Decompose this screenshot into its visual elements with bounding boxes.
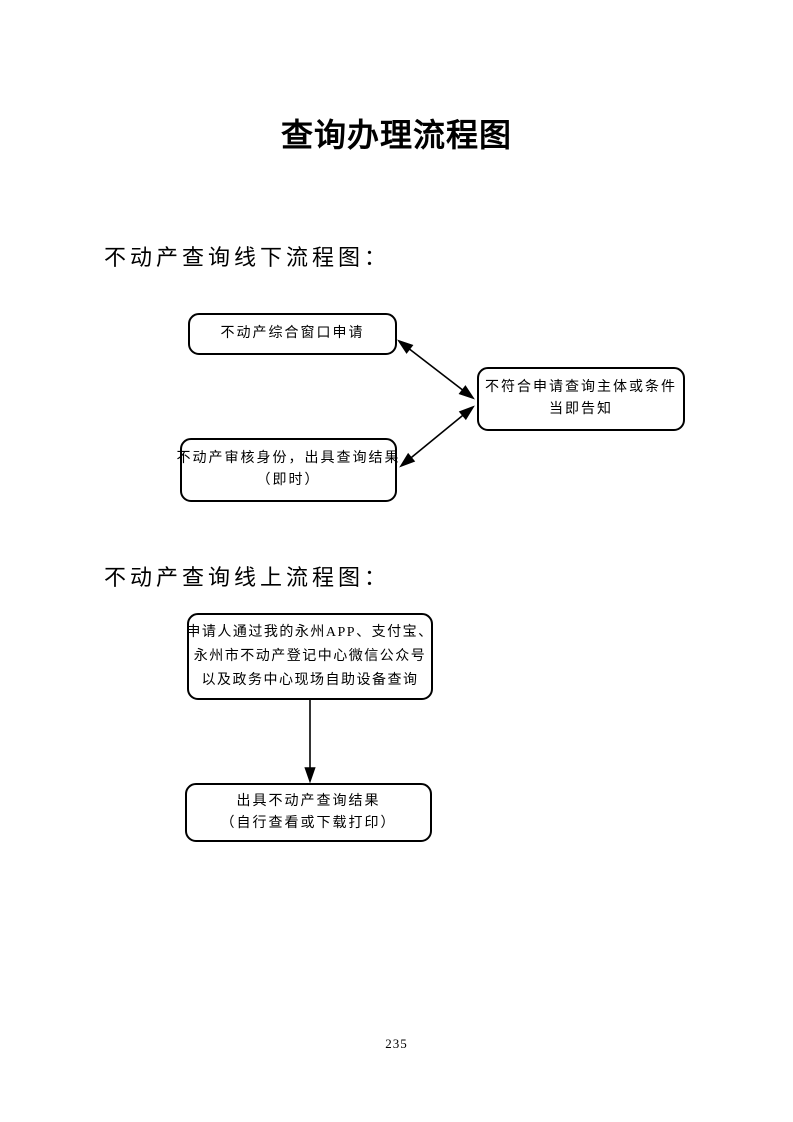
flow-box-text-line: （即时） <box>256 473 321 488</box>
flow-box-text-line: 不符合申请查询主体或条件 <box>485 380 677 395</box>
flow-box-online-result: 出具不动产查询结果 （自行查看或下载打印） <box>185 783 432 842</box>
offline-section-heading: 不动产查询线下流程图： <box>104 245 391 270</box>
flow-box-window-application: 不动产综合窗口申请 <box>188 313 397 355</box>
page-number: 235 <box>385 1036 408 1051</box>
flow-box-verify-result: 不动产审核身份，出具查询结果 （即时） <box>177 438 399 502</box>
arrow-channels-result-down <box>304 700 316 784</box>
flow-box-text-line: 出具不动产查询结果 <box>236 793 381 809</box>
flow-box-text-line: （自行查看或下载打印） <box>220 815 397 831</box>
arrow-reject-verify-double <box>399 405 475 468</box>
flow-box-text-line: 不动产审核身份，出具查询结果 <box>176 451 401 466</box>
online-section-heading: 不动产查询线上流程图： <box>104 565 391 590</box>
arrow-apply-reject-double <box>397 339 475 400</box>
flow-box-text-line: 当即告知 <box>549 402 613 417</box>
flow-box-text-line: 以及政务中心现场自助设备查询 <box>201 672 419 688</box>
flow-box-text-line: 申请人通过我的永州APP、支付宝、 <box>186 624 434 640</box>
page-title: 查询办理流程图 <box>280 117 512 153</box>
flow-box-text-line: 不动产综合窗口申请 <box>220 326 365 341</box>
flow-box-online-channels: 申请人通过我的永州APP、支付宝、 永州市不动产登记中心微信公众号 以及政务中心… <box>186 613 434 700</box>
flow-box-text-line: 永州市不动产登记中心微信公众号 <box>193 648 427 664</box>
flow-box-reject-notice: 不符合申请查询主体或条件 当即告知 <box>477 367 685 431</box>
